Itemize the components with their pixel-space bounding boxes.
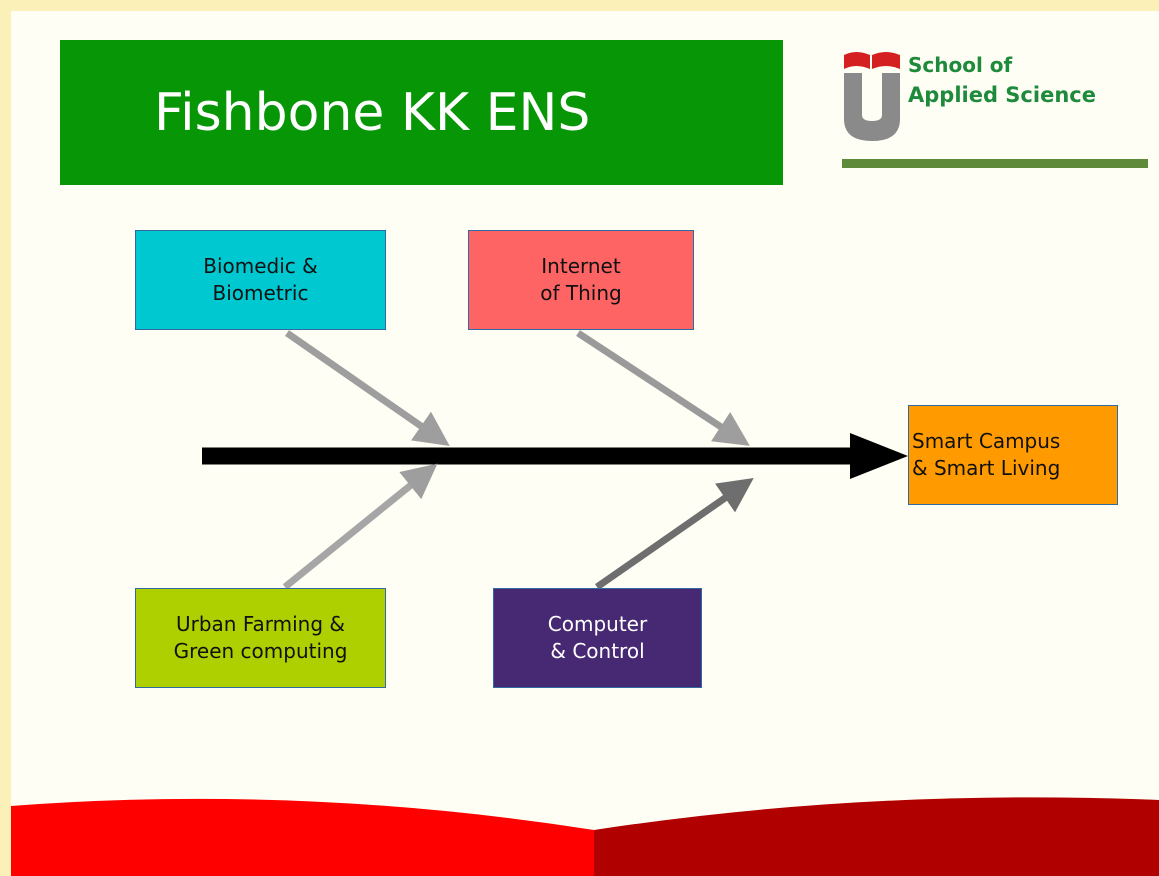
cause-label-biomedic: Biomedic & Biometric — [203, 254, 318, 305]
bone-biomedic-arrow — [285, 330, 450, 446]
cause-box-iot: Internet of Thing — [468, 230, 694, 330]
slide-title: Fishbone KK ENS — [154, 82, 591, 143]
cause-box-urban-farming: Urban Farming & Green computing — [135, 588, 386, 688]
logo-underline — [842, 159, 1148, 168]
effect-box: Smart Campus & Smart Living — [908, 405, 1118, 505]
cause-box-computer-control: Computer & Control — [493, 588, 702, 688]
bone-iot-arrow — [576, 330, 750, 446]
cause-box-biomedic: Biomedic & Biometric — [135, 230, 386, 330]
effect-label: Smart Campus & Smart Living — [912, 429, 1061, 480]
cause-label-iot: Internet of Thing — [540, 254, 622, 305]
bone-urban-arrow — [282, 463, 438, 590]
logo-red-book-icon — [844, 52, 900, 69]
logo-line-school: School of — [908, 53, 1013, 77]
footer-book-shape — [11, 797, 1159, 876]
footer-right-page — [594, 797, 1159, 876]
logo-line-applied-science: Applied Science — [908, 83, 1096, 107]
bone-computer-arrow — [595, 478, 754, 590]
logo-text: School of Applied Science — [908, 53, 1096, 108]
spine-arrowhead — [850, 433, 908, 479]
cause-label-urban-farming: Urban Farming & Green computing — [173, 612, 348, 663]
school-logo — [844, 52, 900, 141]
cause-label-computer-control: Computer & Control — [547, 612, 648, 663]
logo-gray-u-icon — [844, 73, 900, 141]
footer-left-page — [11, 798, 594, 876]
title-banner: Fishbone KK ENS — [60, 40, 783, 185]
